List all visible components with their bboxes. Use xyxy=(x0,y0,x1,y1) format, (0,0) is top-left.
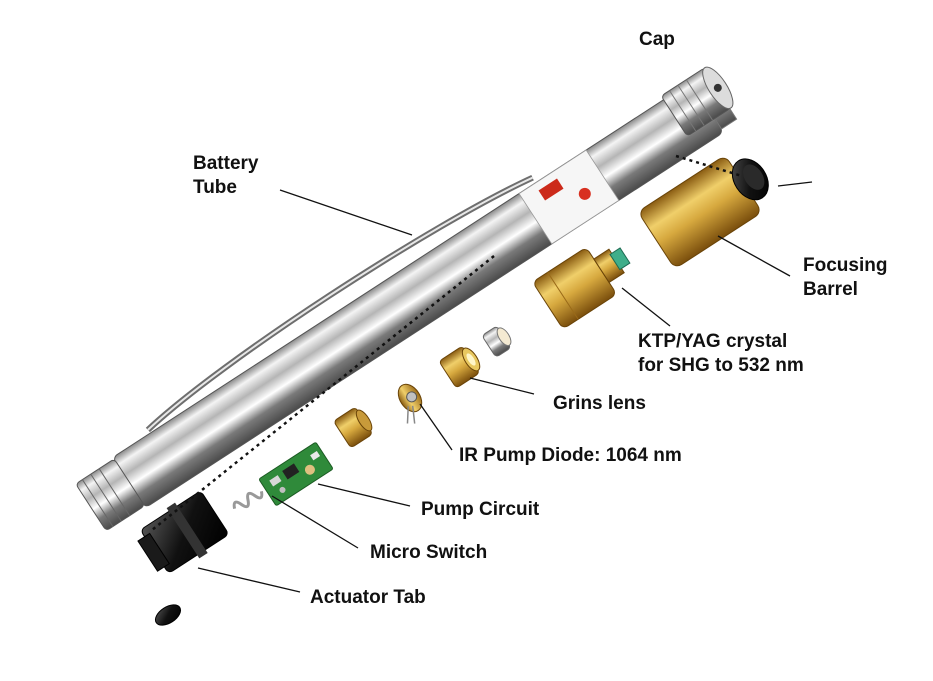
label-focusing-barrel-line2: Barrel xyxy=(803,279,858,300)
leader-ir-diode xyxy=(419,403,453,451)
label-ktp-line2: for SHG to 532 nm xyxy=(638,355,804,376)
leader-pump-circuit xyxy=(317,483,411,507)
actuator-tab xyxy=(154,604,182,626)
leader-grins xyxy=(469,377,535,395)
leader-ktp xyxy=(621,287,671,327)
leader-micro-switch xyxy=(271,495,359,549)
dotted-guide-rear xyxy=(151,255,495,531)
label-battery-tube-line2: Tube xyxy=(193,177,237,198)
micro-switch-tailcap xyxy=(137,492,228,573)
leader-actuator-tab xyxy=(197,567,301,593)
battery-tube xyxy=(76,74,738,530)
label-actuator-tab: Actuator Tab xyxy=(310,587,426,608)
ir-pump-diode xyxy=(397,383,423,424)
label-focusing-barrel-line1: Focusing xyxy=(803,255,888,276)
cap xyxy=(662,66,734,136)
label-cap: Cap xyxy=(639,29,675,50)
brass-spacer xyxy=(334,408,373,448)
label-pump-circuit: Pump Circuit xyxy=(421,499,540,520)
small-lens xyxy=(482,326,512,357)
spring xyxy=(232,490,264,510)
focusing-barrel xyxy=(640,157,769,267)
grins-lens xyxy=(439,347,481,388)
leader-battery-tube xyxy=(279,189,413,236)
leader-focusing-barrel-1 xyxy=(777,181,813,187)
label-ktp-line1: KTP/YAG crystal xyxy=(638,331,788,352)
ktp-crystal-module xyxy=(534,247,631,328)
dotted-guide-front xyxy=(675,154,743,178)
label-battery-tube-line1: Battery xyxy=(193,153,259,174)
label-micro-switch: Micro Switch xyxy=(370,542,488,563)
pump-circuit-board xyxy=(259,442,333,506)
label-focusing-barrel: Focusing Barrel xyxy=(803,254,887,302)
label-ktp-crystal: KTP/YAG crystal for SHG to 532 nm xyxy=(638,330,804,378)
label-battery-tube: Battery Tube xyxy=(193,152,258,200)
label-ir-pump-diode: IR Pump Diode: 1064 nm xyxy=(459,445,682,466)
leader-focusing-barrel-2 xyxy=(717,235,791,277)
label-grins-lens: Grins lens xyxy=(553,393,646,414)
